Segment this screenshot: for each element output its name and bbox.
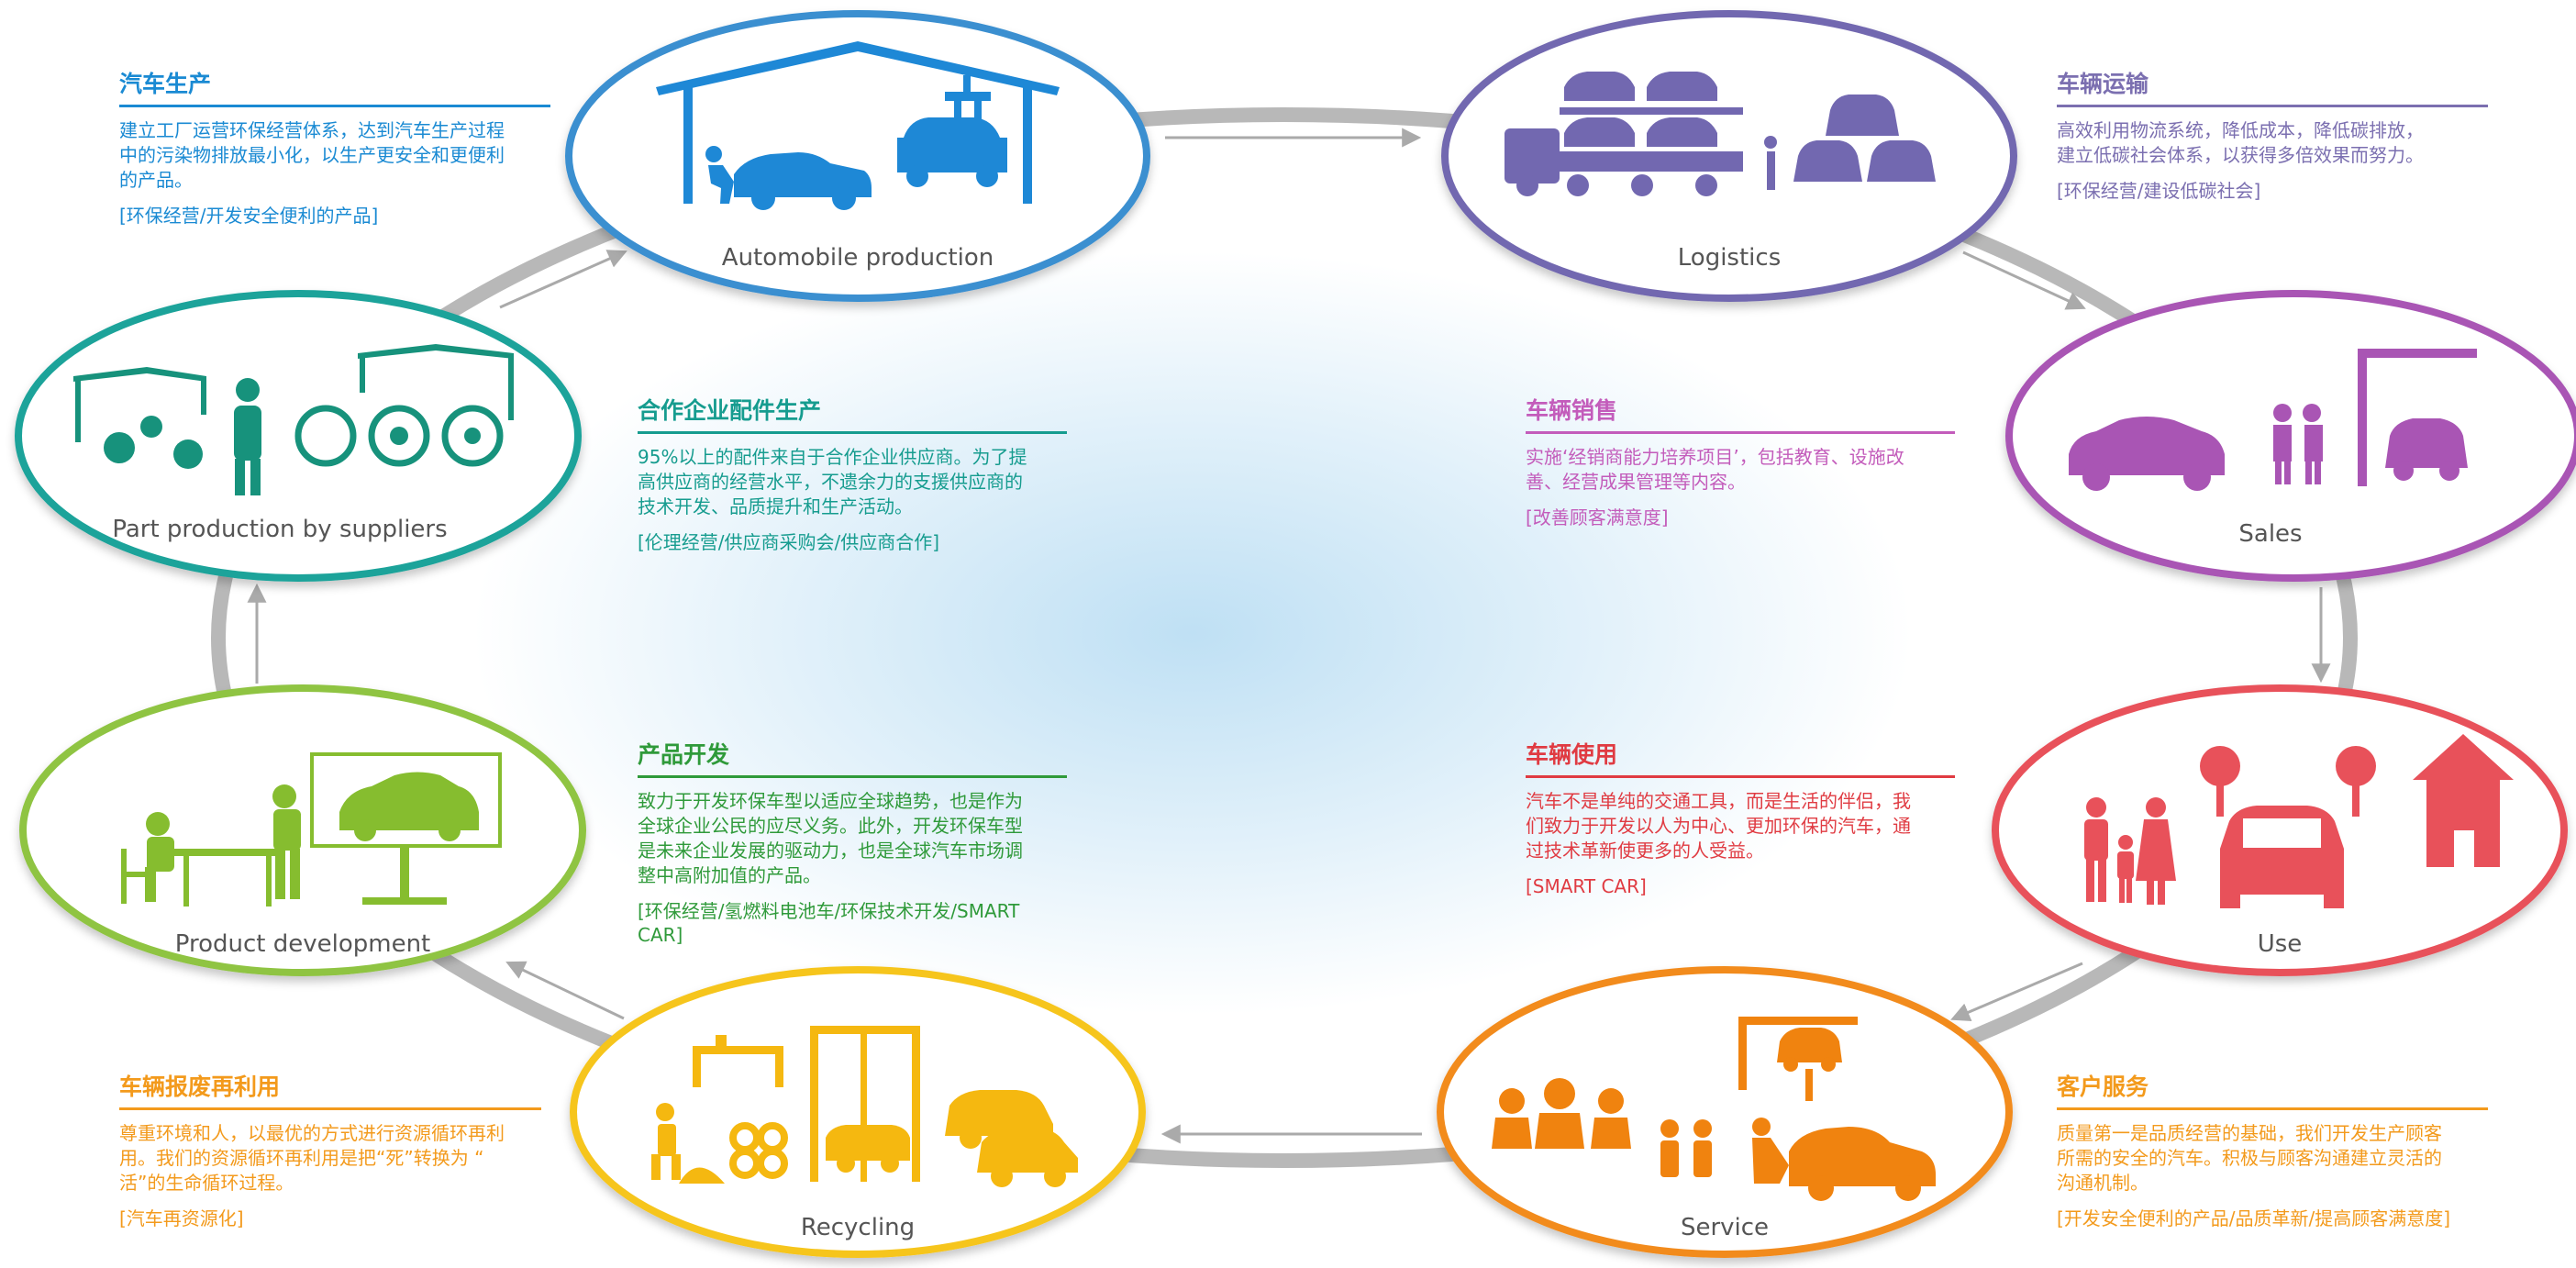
text-parts-tag: [伦理经营/供应商采购会/供应商合作]	[638, 531, 940, 553]
arrow-parts-to-auto	[499, 250, 627, 309]
text-product-tag: [环保经营/氢燃料电池车/环保技术开发/SMART CAR]	[638, 900, 1020, 946]
flow-arrows	[247, 128, 2331, 1144]
truck-carrier-icon	[1505, 72, 1936, 196]
text-recycling: 车辆报废再利用 尊重环境和人，以最优的方式进行资源循环再利 用。我们的资源循环再…	[119, 1069, 541, 1230]
node-use-label: Use	[2258, 930, 2303, 958]
text-service-title: 客户服务	[2057, 1069, 2488, 1110]
text-parts: 合作企业配件生产 95%以上的配件来自于合作企业供应商。为了提 高供应商的经营水…	[638, 393, 1067, 554]
node-auto-label: Automobile production	[722, 244, 994, 272]
node-product-label: Product development	[175, 930, 431, 958]
text-service-tag: [开发安全便利的产品/品质革新/提高顾客满意度]	[2057, 1207, 2451, 1229]
gear-icon	[104, 432, 135, 463]
family-car-house-icon	[2084, 734, 2514, 908]
node-service-ellipse	[1437, 966, 2013, 1258]
text-use-title: 车辆使用	[1526, 737, 1955, 778]
text-product-title: 产品开发	[638, 737, 1067, 778]
text-product-line: 致力于开发环保车型以适应全球趋势，也是作为	[638, 790, 1023, 812]
recycling-icon	[651, 1026, 1078, 1187]
text-sales-line: 实施‘经销商能力培养项目’，包括教育、设施改	[1526, 446, 1904, 468]
node-sales-label: Sales	[2238, 520, 2302, 548]
text-parts-line: 高供应商的经营水平，不遗余力的支援供应商的	[638, 471, 1023, 493]
text-parts-title: 合作企业配件生产	[638, 393, 1067, 434]
sales-icon	[2069, 349, 2477, 491]
text-sales-line: 善、经营成果管理等内容。	[1526, 471, 1746, 493]
factory-icon	[656, 41, 1060, 210]
text-parts-line: 95%以上的配件来自于合作企业供应商。为了提	[638, 446, 1027, 468]
text-auto-line: 建立工厂运营环保经营体系，达到汽车生产过程	[119, 119, 505, 141]
text-logistics-line: 建立低碳社会体系，以获得多倍效果而努力。	[2057, 144, 2424, 166]
text-product: 产品开发 致力于开发环保车型以适应全球趋势，也是作为 全球企业公民的应尽义务。此…	[638, 737, 1067, 947]
text-auto-tag: [环保经营/开发安全便利的产品]	[119, 205, 379, 227]
text-logistics: 车辆运输 高效利用物流系统，降低成本，降低碳排放， 建立低碳社会体系，以获得多倍…	[2057, 66, 2488, 203]
arrow-use-to-service	[1950, 962, 2083, 1022]
text-service-line: 所需的安全的汽车。积极与顾客沟通建立灵活的	[2057, 1147, 2442, 1169]
text-auto-production: 汽车生产 建立工厂运营环保经营体系，达到汽车生产过程 中的污染物排放最小化，以生…	[119, 66, 550, 228]
node-sales-ellipse	[2005, 290, 2576, 582]
cycle-ring	[211, 107, 2358, 1168]
node-logistics: Logistics	[1441, 10, 2017, 302]
service-icon	[1492, 1017, 1936, 1201]
design-desk-icon	[121, 752, 502, 907]
node-service-label: Service	[1681, 1214, 1769, 1241]
text-use-line: 汽车不是单纯的交通工具，而是生活的伴侣，我	[1526, 790, 1911, 812]
node-part-production: Part production by suppliers	[15, 290, 582, 582]
text-auto-line: 中的污染物排放最小化，以生产更安全和更便利	[119, 144, 505, 166]
text-use-line: 们致力于开发以人为中心、更加环保的汽车，通	[1526, 815, 1911, 837]
node-use: Use	[1992, 684, 2568, 976]
node-service: Service	[1437, 966, 2013, 1258]
text-sales-tag: [改善顾客满意度]	[1526, 506, 1669, 528]
parts-icon	[73, 344, 514, 495]
text-sales-title: 车辆销售	[1526, 393, 1955, 434]
text-use: 车辆使用 汽车不是单纯的交通工具，而是生活的伴侣，我 们致力于开发以人为中心、更…	[1526, 737, 1955, 898]
text-use-line: 过技术革新使更多的人受益。	[1526, 840, 1764, 862]
node-parts-label: Part production by suppliers	[112, 516, 447, 543]
gauge-icon	[294, 405, 357, 467]
steering-wheel-icon	[441, 405, 504, 467]
text-recycling-title: 车辆报废再利用	[119, 1069, 541, 1110]
text-service: 客户服务 质量第一是品质经营的基础，我们开发生产顾客 所需的安全的汽车。积极与顾…	[2057, 1069, 2488, 1230]
text-auto-line: 的产品。	[119, 169, 193, 191]
text-product-line: 全球企业公民的应尽义务。此外，开发环保车型	[638, 815, 1023, 837]
text-logistics-title: 车辆运输	[2057, 66, 2488, 107]
node-recycling-label: Recycling	[801, 1214, 915, 1241]
text-recycling-tag: [汽车再资源化]	[119, 1207, 244, 1229]
text-recycling-line: 活”的生命循环过程。	[119, 1172, 294, 1194]
text-use-tag: [SMART CAR]	[1526, 875, 1647, 897]
node-recycling: Recycling	[570, 966, 1146, 1258]
text-parts-line: 技术开发、品质提升和生产活动。	[638, 495, 913, 517]
text-logistics-line: 高效利用物流系统，降低成本，降低碳排放，	[2057, 119, 2424, 141]
text-product-line: 是未来企业发展的驱动力，也是全球汽车市场调	[638, 840, 1023, 862]
arrow-recycling-to-product	[505, 961, 625, 1020]
text-product-line: 整中高附加值的产品。	[638, 864, 821, 886]
text-recycling-line: 用。我们的资源循环再利用是把“死”转换为 “	[119, 1147, 484, 1169]
node-automobile-production: Automobile production	[565, 10, 1150, 302]
node-auto-ellipse	[565, 10, 1150, 302]
text-service-line: 质量第一是品质经营的基础，我们开发生产顾客	[2057, 1122, 2442, 1144]
node-sales: Sales	[2005, 290, 2576, 582]
text-service-line: 沟通机制。	[2057, 1172, 2149, 1194]
wheel-icon	[368, 405, 430, 467]
arrow-logistics-to-sales	[1962, 250, 2086, 310]
node-logistics-label: Logistics	[1678, 244, 1781, 272]
text-recycling-line: 尊重环境和人，以最优的方式进行资源循环再利	[119, 1122, 505, 1144]
text-auto-title: 汽车生产	[119, 66, 550, 107]
text-sales: 车辆销售 实施‘经销商能力培养项目’，包括教育、设施改 善、经营成果管理等内容。…	[1526, 393, 1955, 529]
node-product-development: Product development	[19, 684, 586, 976]
text-logistics-tag: [环保经营/建设低碳社会]	[2057, 180, 2261, 202]
